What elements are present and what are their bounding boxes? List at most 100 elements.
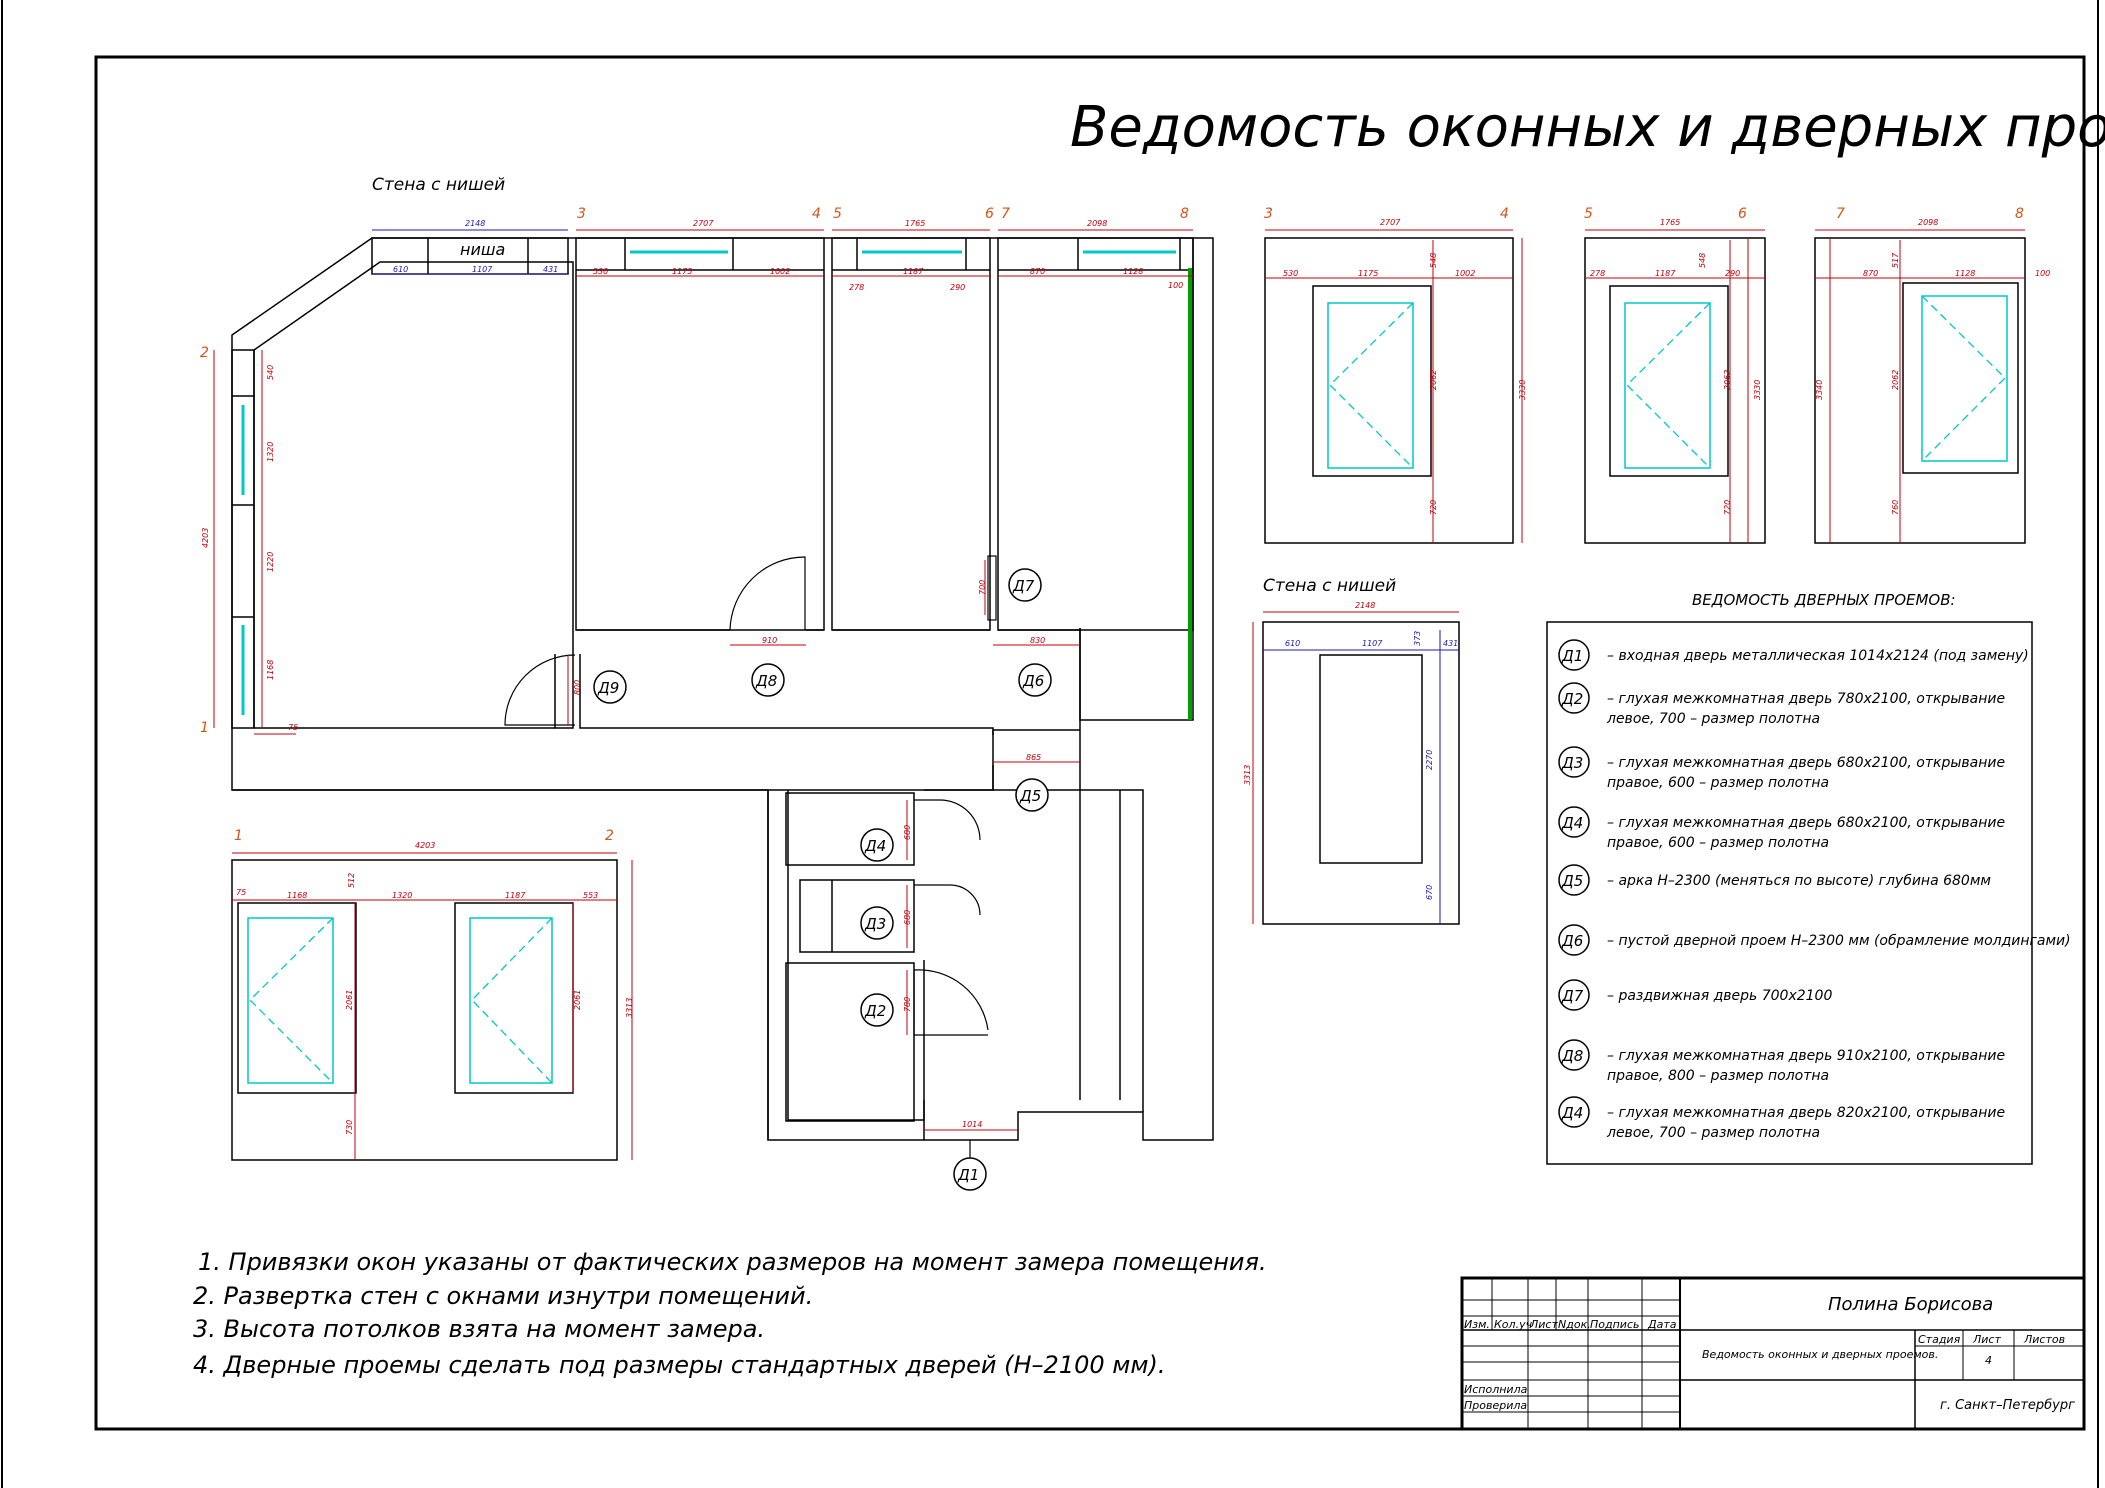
- room-d2: [785, 962, 915, 1122]
- room-5-6: [831, 237, 991, 631]
- legend-tag-circle: [1558, 1096, 1590, 1128]
- door-swing-d8: [729, 556, 806, 631]
- elev-dim: 548: [1429, 253, 1438, 268]
- window-glass: [1921, 295, 2008, 462]
- legend-item: Д4 – глухая межкомнатная дверь 820х2100, …: [1558, 1096, 2005, 1141]
- elev-dim: 3330: [1753, 380, 1762, 400]
- niche-recess: [1319, 654, 1423, 864]
- plan-outer-wall: [231, 237, 1214, 1141]
- legend-line-1: – глухая межкомнатная дверь 820х2100, от…: [1607, 1105, 2005, 1121]
- title-block-text: Полина Борисова Изм. Кол.уч Лист Nдок. П…: [1464, 1294, 2075, 1413]
- legend-tag: Д7: [1561, 987, 1584, 1005]
- legend-item: Д6– пустой дверной проем Н–2300 мм (обра…: [1558, 924, 2071, 956]
- notes: 1. Привязки окон указаны от фактических …: [193, 1248, 1267, 1379]
- plan-axis-labels: 2 1 3 4 5 6 7 8: [200, 206, 1189, 736]
- elev-dim: 2061: [345, 990, 354, 1010]
- door-tag-d3: Д3: [860, 906, 894, 940]
- door-tag-d6: Д6: [1018, 663, 1052, 697]
- legend-line-1: – глухая межкомнатная дверь 910х2100, от…: [1607, 1048, 2005, 1064]
- dim-left-a: 540: [266, 365, 275, 380]
- door-swings: [504, 555, 997, 1036]
- elev-axis-6: 6: [1738, 206, 1747, 222]
- svg-text:Д4: Д4: [864, 837, 886, 855]
- dim-left-e: 75: [288, 723, 298, 732]
- svg-text:Д3: Д3: [864, 915, 886, 933]
- drawing-frame: [94, 55, 2086, 1431]
- legend-tag: Д3: [1561, 754, 1583, 772]
- elev-dim: 100: [2035, 269, 2050, 278]
- dim-d2: 780: [903, 997, 912, 1012]
- legend-tag-circle: [1558, 806, 1590, 838]
- dim-d4: 680: [903, 825, 912, 840]
- legend-tag-circle: [1558, 864, 1590, 896]
- sheet-title: Ведомость оконных и дверных проемов.: [1070, 95, 2105, 160]
- elev-axis-5: 5: [1584, 206, 1593, 222]
- floor-plan: [231, 237, 1214, 1141]
- elev-dim: 670: [1425, 885, 1434, 900]
- stamp-sheet-number: 4: [1985, 1354, 1992, 1367]
- svg-text:Д5: Д5: [1019, 787, 1041, 805]
- elev-dim: 2061: [573, 990, 582, 1010]
- elev-dim: 730: [345, 1120, 354, 1135]
- elev-axis-4: 4: [1500, 206, 1509, 222]
- legend-line-2: правое, 600 – размер полотна: [1607, 835, 1829, 851]
- elev-dim: 3313: [1243, 765, 1252, 785]
- legend-line-1: – раздвижная дверь 700х2100: [1607, 988, 1832, 1004]
- svg-text:Д2: Д2: [864, 1002, 886, 1020]
- window-glass: [1624, 302, 1711, 469]
- legend-line-1: – входная дверь металлическая 1014х2124 …: [1607, 648, 2029, 664]
- dim-wall-34: 2707: [693, 219, 714, 228]
- door-tag-d2: Д2: [860, 993, 894, 1027]
- legend-line-2: левое, 700 – размер полотна: [1606, 711, 1820, 727]
- dim-wall-56-a: 278: [849, 283, 864, 292]
- dim-d7: 700: [978, 580, 987, 595]
- axis-4: 4: [812, 206, 821, 222]
- elev-dim: 610: [1285, 639, 1300, 648]
- elev-dim: 3313: [625, 998, 634, 1018]
- elev-dim: 1175: [1358, 269, 1378, 278]
- axis-7: 7: [1001, 206, 1010, 222]
- legend-line-2: левое, 700 – размер полотна: [1606, 1125, 1820, 1141]
- elev-dim: 1187: [505, 891, 526, 900]
- door-swing-d2: [913, 969, 989, 1036]
- elev-dim: 1320: [392, 891, 412, 900]
- elev-dim: 3340: [1815, 380, 1824, 400]
- stamp-header-list: Лист: [1529, 1318, 1558, 1331]
- elev-dim: 2148: [1355, 601, 1375, 610]
- legend-item: Д2– глухая межкомнатная дверь 780х2100, …: [1558, 682, 2005, 727]
- elev-dim: 530: [1283, 269, 1298, 278]
- dim-wall-78: 2098: [1087, 219, 1107, 228]
- note-2: 2. Развертка стен с окнами изнутри помещ…: [193, 1282, 813, 1310]
- axis-3: 3: [577, 206, 586, 222]
- door-tag-d4: Д4: [860, 828, 894, 862]
- door-tag-d5: Д5: [1015, 778, 1049, 812]
- elev-dim: 553: [583, 891, 598, 900]
- legend-item: Д7 – раздвижная дверь 700х2100: [1558, 979, 1832, 1011]
- door-tag-d8: Д8: [751, 663, 785, 697]
- legend-box: [1546, 621, 2033, 1165]
- axis-5: 5: [833, 206, 842, 222]
- legend-tag: Д1: [1561, 647, 1583, 665]
- stamp-sheet: Лист: [1972, 1333, 2001, 1346]
- note-3: 3. Высота потолков взята на момент замер…: [193, 1315, 765, 1343]
- legend-tag-circle: [1558, 682, 1590, 714]
- legend-item: Д4– глухая межкомнатная дверь 680х2100, …: [1558, 806, 2005, 851]
- legend-tag: Д4: [1561, 1104, 1583, 1122]
- elevation-1-2: 1 2 4203 75 1168 512 1320 1187 553 2061 …: [231, 828, 634, 1161]
- elev-dim: 278: [1590, 269, 1605, 278]
- legend-line-1: – глухая межкомнатная дверь 680х2100, от…: [1607, 815, 2005, 831]
- elev-dim: 431: [1443, 639, 1458, 648]
- legend-title: ВЕДОМОСТЬ ДВЕРНЫХ ПРОЕМОВ:: [1692, 591, 1956, 609]
- stamp-header-izm: Изм.: [1464, 1318, 1490, 1331]
- dim-wall-56: 1765: [905, 219, 925, 228]
- stamp-author: Полина Борисова: [1828, 1294, 1993, 1315]
- window-glass: [469, 917, 553, 1084]
- legend-tag: Д2: [1561, 690, 1583, 708]
- svg-text:Д6: Д6: [1022, 672, 1044, 690]
- dim-left-total: 4203: [201, 528, 210, 548]
- legend-line-2: правое, 800 – размер полотна: [1607, 1068, 1829, 1084]
- elev-axis-8: 8: [2015, 206, 2024, 222]
- elev-dim: 870: [1863, 269, 1878, 278]
- dim-d6: 830: [1030, 636, 1045, 645]
- elev-axis-2: 2: [605, 828, 614, 844]
